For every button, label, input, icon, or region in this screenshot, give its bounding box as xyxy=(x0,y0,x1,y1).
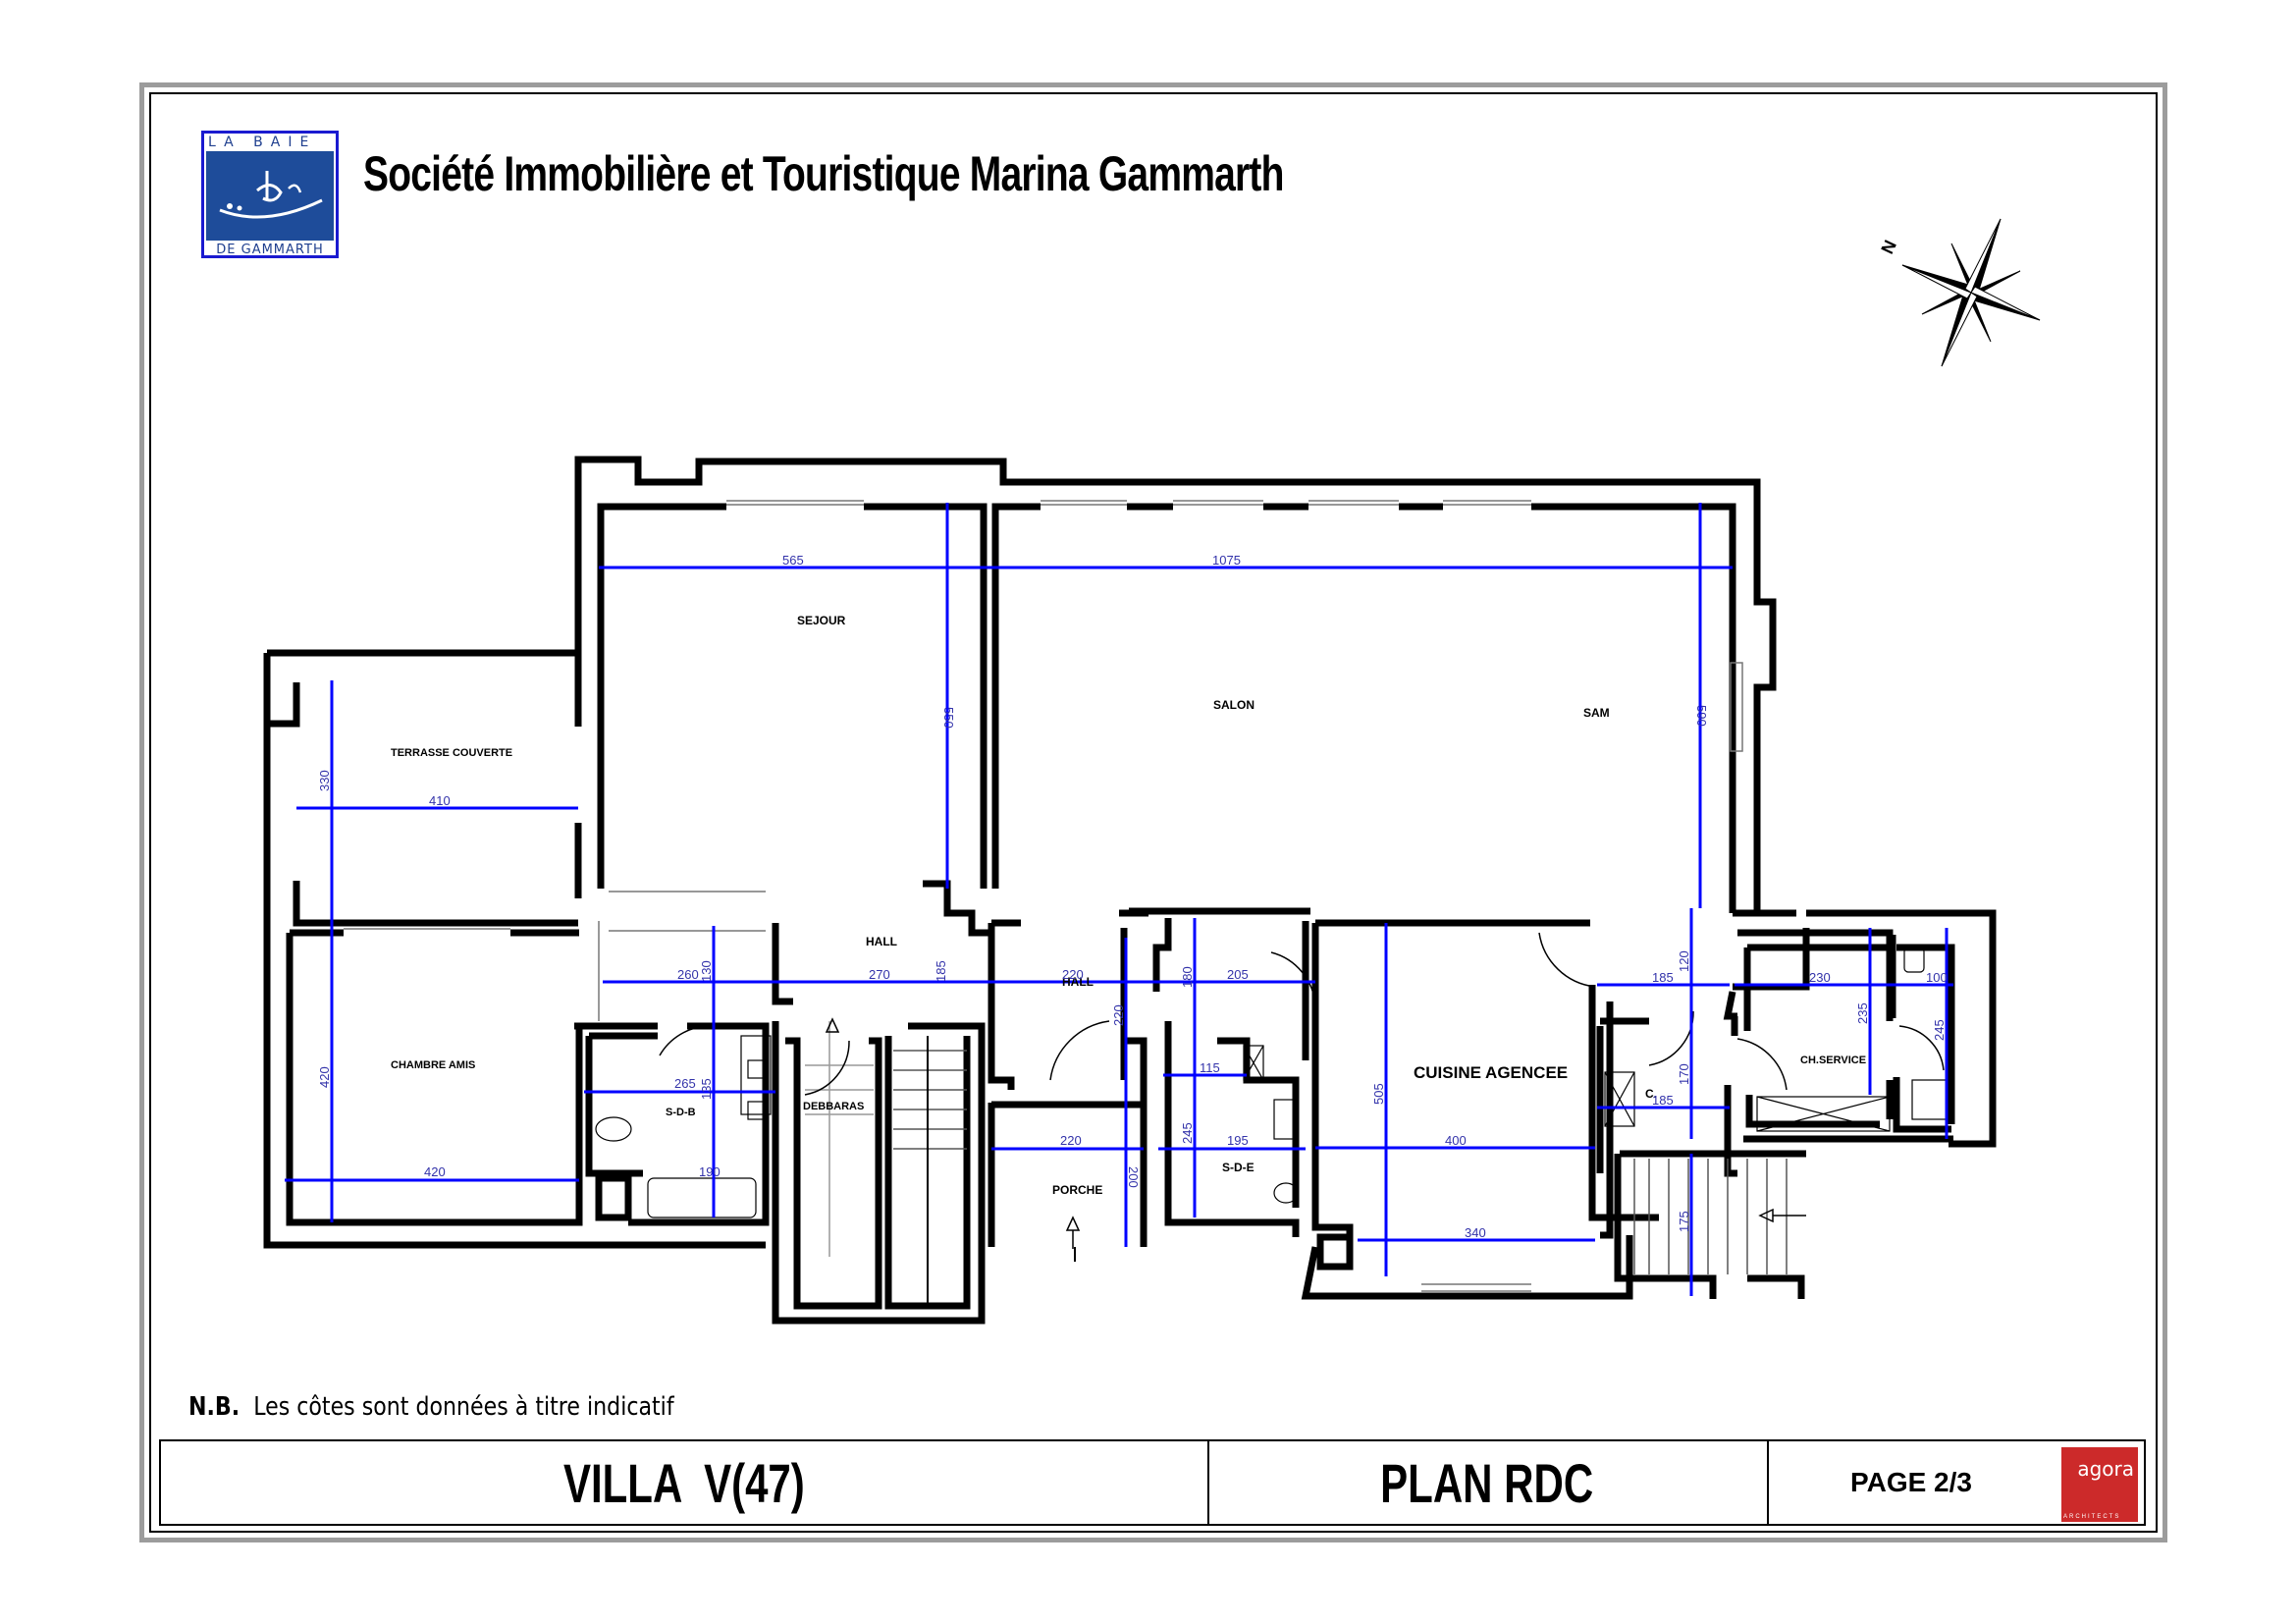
dim-label: 245 xyxy=(1180,1122,1195,1144)
room-label-debbaras: DEBBARAS xyxy=(803,1101,864,1112)
logo-bottom-text: DE GAMMARTH xyxy=(216,243,324,257)
company-title: Société Immobilière et Touristique Marin… xyxy=(363,146,1284,201)
compass-rose-icon xyxy=(1901,218,2041,367)
dim-label: 185 xyxy=(934,960,948,982)
room-label-c: C. xyxy=(1645,1087,1657,1101)
dim-label: 590 xyxy=(1694,705,1709,727)
dim-label: 340 xyxy=(1465,1225,1486,1240)
dim-label: 505 xyxy=(1371,1083,1386,1105)
room-labels: SEJOUR SALON SAM TERRASSE COUVERTE CHAMB… xyxy=(391,614,1866,1197)
dim-label: 175 xyxy=(1677,1211,1691,1232)
dim-label: 200 xyxy=(1126,1166,1141,1188)
dim-label: 565 xyxy=(782,553,804,568)
note: N.B. Les côtes sont données à titre indi… xyxy=(188,1392,674,1422)
page-frame-outer xyxy=(139,82,2167,1542)
walls xyxy=(263,456,1997,1325)
dim-label: 410 xyxy=(429,793,451,808)
windows xyxy=(344,500,1743,1292)
dim-label: 420 xyxy=(424,1164,446,1179)
dim-label: 420 xyxy=(317,1066,332,1088)
room-label-hall-1: HALL xyxy=(866,935,897,948)
room-label-terrasse: TERRASSE COUVERTE xyxy=(391,747,512,759)
doors xyxy=(659,932,1945,1096)
dim-label: 190 xyxy=(699,1164,721,1179)
dim-label: 270 xyxy=(869,967,890,982)
dim-label: 330 xyxy=(317,770,332,791)
entry-arrow-icon xyxy=(825,1017,1806,1249)
dim-label: 220 xyxy=(1062,967,1084,982)
dim-label: 170 xyxy=(1677,1063,1691,1085)
drawing-name-cell: PLAN RDC xyxy=(1207,1441,1769,1524)
dim-label: 220 xyxy=(1060,1133,1082,1148)
page-cell: PAGE 2/3 agora ARCHITECTS xyxy=(1767,1441,2144,1524)
drawing-name: PLAN RDC xyxy=(1380,1451,1594,1514)
dimension-lines xyxy=(285,503,1953,1296)
architect-logo: agora ARCHITECTS xyxy=(2061,1447,2138,1522)
room-label-sejour: SEJOUR xyxy=(797,614,846,627)
dim-label: 120 xyxy=(1677,950,1691,972)
room-label-chservice: CH.SERVICE xyxy=(1800,1055,1866,1066)
dim-label: 260 xyxy=(677,967,699,982)
dim-label: 130 xyxy=(699,960,714,982)
dim-label: 195 xyxy=(1227,1133,1249,1148)
dim-label: 180 xyxy=(1180,966,1195,988)
architect-name: agora xyxy=(2077,1457,2134,1481)
dim-label: 230 xyxy=(1809,970,1831,985)
room-label-chambre: CHAMBRE AMIS xyxy=(391,1059,475,1071)
room-label-cuisine: CUISINE AGENCEE xyxy=(1414,1063,1568,1082)
dim-label: 400 xyxy=(1445,1133,1467,1148)
dim-label: 100 xyxy=(1926,970,1948,985)
dim-label: 185 xyxy=(1652,1093,1674,1108)
note-text: Les côtes sont données à titre indicatif xyxy=(253,1392,674,1422)
dim-label: 235 xyxy=(1855,1002,1870,1024)
dim-label: 115 xyxy=(1200,1060,1220,1075)
page-frame-inner xyxy=(149,92,2158,1533)
staircase xyxy=(805,1021,1788,1306)
project-name: VILLA V(47) xyxy=(563,1451,805,1514)
compass-north-label: N xyxy=(1877,237,1900,256)
room-label-hall-2: HALL xyxy=(1062,975,1094,989)
dim-label: 205 xyxy=(1227,967,1249,982)
note-prefix: N.B. xyxy=(188,1392,240,1422)
dim-label: 245 xyxy=(1932,1019,1947,1041)
title-block: VILLA V(47) PLAN RDC PAGE 2/3 agora ARCH… xyxy=(159,1439,2146,1526)
room-label-sde: S-D-E xyxy=(1222,1161,1255,1174)
dimension-labels: 565 550 1075 590 410 330 420 420 260 130… xyxy=(317,553,1948,1240)
dim-label: 185 xyxy=(1652,970,1674,985)
dim-label: 220 xyxy=(1111,1004,1126,1026)
dim-label: 265 xyxy=(674,1076,696,1091)
room-label-sdb: S-D-B xyxy=(666,1107,696,1118)
room-label-sam: SAM xyxy=(1583,706,1610,720)
logo-top-text: LA BAIE xyxy=(208,135,317,150)
project-name-cell: VILLA V(47) xyxy=(161,1441,1209,1524)
dim-label: 135 xyxy=(699,1078,714,1100)
page-number: PAGE 2/3 xyxy=(1850,1467,1972,1497)
logo-calligraphy-icon xyxy=(206,151,334,241)
architect-sub: ARCHITECTS xyxy=(2063,1514,2121,1520)
company-logo: LA BAIE DE GAMMARTH xyxy=(201,131,339,258)
dim-label: 550 xyxy=(941,707,956,729)
dim-label: 1075 xyxy=(1212,553,1241,568)
room-label-salon: SALON xyxy=(1213,698,1255,712)
room-label-porche: PORCHE xyxy=(1052,1183,1102,1197)
